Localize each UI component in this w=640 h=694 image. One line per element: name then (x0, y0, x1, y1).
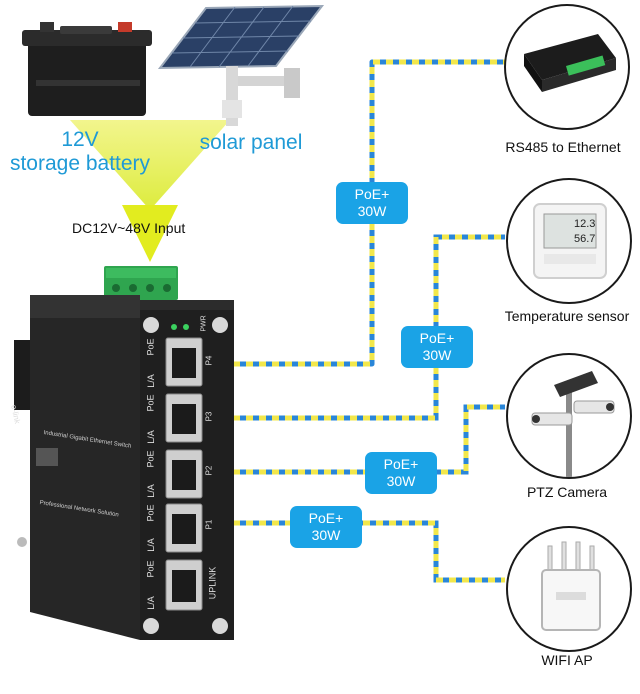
poe-badge-line1: PoE+ (308, 510, 344, 526)
port-side-label: L/A (145, 430, 156, 444)
battery-label: 12V storage battery (0, 128, 160, 176)
ptz-camera-icon (506, 353, 632, 479)
port-side-label: L/A (145, 484, 156, 498)
rs485-converter-icon (504, 4, 630, 130)
poe-badge-line2: 30W (357, 203, 387, 219)
device-label-wifi: WIFI AP (541, 652, 593, 668)
port-side-label: PoE (145, 338, 156, 356)
terminal-block-icon (104, 266, 178, 300)
port-label-p1: P1 (204, 519, 214, 530)
poe-badge-line1: PoE+ (354, 186, 390, 202)
power-beam (70, 120, 230, 210)
poe-badge-line2: 30W (311, 527, 341, 543)
port-side-label: PoE (145, 450, 156, 468)
cable-p2 (220, 404, 505, 475)
power-arrow (122, 205, 178, 262)
port-label-p4: P4 (204, 355, 214, 366)
uplink-label: UPLINK (207, 566, 218, 600)
ethernet-port-sockets (172, 348, 196, 602)
port-side-label: L/A (145, 596, 156, 610)
cable-p1 (220, 520, 505, 583)
wifi-ap-icon (506, 526, 632, 652)
poe-badge-line2: 30W (386, 473, 416, 489)
poe-badge: PoE+ 30W (336, 182, 408, 224)
sensor-reading-2: 56.7 (574, 233, 596, 245)
battery-label-line2: storage battery (9, 152, 151, 175)
device-label-temperature: Temperature sensor (504, 308, 630, 324)
poe-badge: PoE+ 30W (290, 506, 362, 548)
port-label-p2: P2 (204, 465, 214, 476)
poe-badge-line2: 30W (422, 347, 452, 363)
temperature-sensor-icon: 12.3 56.7 (506, 178, 632, 304)
solar-panel-icon (157, 4, 325, 126)
battery-label-line1: 12V (61, 128, 99, 151)
port-side-label: L/A (145, 374, 156, 388)
device-label-rs485: RS485 to Ethernet (505, 139, 621, 155)
battery-icon (22, 22, 152, 116)
poe-badge-line1: PoE+ (383, 456, 419, 472)
solar-label: solar panel (199, 131, 303, 154)
poe-badge: PoE+ 30W (365, 452, 437, 494)
port-label-p3: P3 (204, 411, 214, 422)
port-side-label: L/A (145, 538, 156, 552)
port-side-label: PoE (145, 560, 156, 578)
input-label: DC12V~48V Input (72, 220, 186, 236)
port-side-label: PoE (145, 504, 156, 522)
pwr-label: PWR (200, 315, 208, 332)
poe-badge-line1: PoE+ (419, 330, 455, 346)
device-label-ptz: PTZ Camera (526, 484, 608, 500)
poe-badge: PoE+ 30W (401, 326, 473, 368)
sensor-reading-1: 12.3 (574, 218, 596, 230)
port-side-label: PoE (145, 394, 156, 412)
switch-body (14, 295, 234, 640)
